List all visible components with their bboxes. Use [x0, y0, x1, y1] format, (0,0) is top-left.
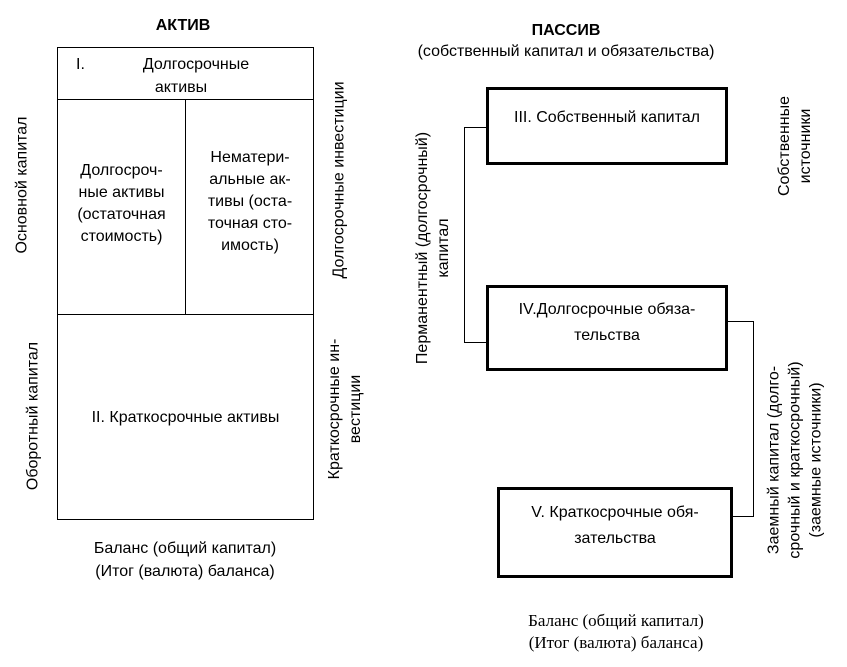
permanent-capital-bracket-bottom: [464, 342, 486, 343]
short-term-investments-line: Краткосрочные ин-: [326, 338, 343, 480]
own-sources-line: Собственные: [776, 95, 793, 197]
borrowed-capital-line: Заемный капитал (долго-: [765, 365, 783, 555]
permanent-capital-line: Перманентный (долгосрочный): [414, 131, 431, 365]
permanent-capital-bracket-line: [464, 127, 465, 342]
intangible-assets-line: тивы (оста-: [207, 193, 293, 210]
own-sources-line: источники: [797, 108, 814, 184]
section4-box: [486, 285, 728, 371]
permanent-capital-bracket-top: [464, 127, 486, 128]
section3-box: [486, 87, 728, 165]
intangible-assets-text: Нематери- альные ак- тивы (оста- точная …: [186, 147, 314, 257]
long-term-investments-label: Долгосрочные инвестиции: [330, 81, 348, 279]
borrowed-capital-bracket-bottom: [733, 516, 754, 517]
intangible-assets-line: точная сто-: [207, 215, 293, 232]
passiv-footer-line: Баланс (общий капитал): [528, 611, 704, 630]
section1-title-line1: Долгосрочные: [142, 56, 250, 73]
divider-fixed-intangible: [185, 99, 186, 314]
fixed-assets-line: стоимость): [80, 228, 163, 245]
intangible-assets-line: Нематери-: [210, 149, 290, 166]
fixed-assets-line: Долгосроч-: [80, 162, 163, 179]
intangible-assets-line: альные ак-: [209, 171, 291, 188]
section1-title-line2: активы: [154, 79, 208, 96]
passiv-footer-line: (Итог (валюта) баланса): [528, 633, 704, 652]
passiv-footer: Баланс (общий капитал) (Итог (валюта) ба…: [466, 610, 766, 654]
borrowed-capital-line: срочный и краткосрочный): [786, 361, 804, 559]
permanent-capital-label: Перманентный (долгосрочный) капитал: [412, 132, 454, 364]
fixed-capital-label: Основной капитал: [13, 116, 31, 254]
working-capital-label: Оборотный капитал: [24, 341, 42, 491]
passiv-header: ПАССИВ: [531, 22, 601, 39]
passiv-subheader: (собственный капитал и обязательства): [417, 43, 715, 60]
aktiv-footer: Баланс (общий капитал) (Итог (валюта) ба…: [60, 537, 310, 583]
section5-line: зательства: [574, 530, 656, 547]
section4-line: тельства: [574, 327, 640, 344]
aktiv-frame: [57, 47, 314, 520]
fixed-assets-text: Долгосроч- ные активы (остаточная стоимо…: [58, 160, 185, 248]
fixed-assets-line: (остаточная: [77, 206, 166, 223]
section1-number: I.: [76, 56, 85, 73]
aktiv-footer-line: (Итог (валюта) баланса): [95, 563, 275, 580]
own-sources-label: Собственные источники: [774, 96, 816, 196]
section5-title: V. Краткосрочные обя- зательства: [497, 500, 733, 552]
short-term-investments-label: Краткосрочные ин- вестиции: [324, 339, 366, 480]
section4-line: IV.Долгосрочные обяза-: [518, 301, 696, 318]
section2-title: II. Краткосрочные активы: [91, 409, 280, 426]
section4-title: IV.Долгосрочные обяза- тельства: [486, 297, 728, 349]
section3-title: III. Собственный капитал: [514, 109, 700, 126]
borrowed-capital-bracket-top: [728, 321, 754, 322]
short-term-investments-line: вестиции: [347, 374, 364, 444]
borrowed-capital-bracket-line: [753, 321, 754, 517]
aktiv-footer-line: Баланс (общий капитал): [93, 540, 277, 557]
aktiv-header: АКТИВ: [155, 17, 211, 34]
borrowed-capital-line: (заемные источники): [807, 382, 825, 538]
permanent-capital-line: капитал: [435, 218, 452, 278]
divider-section2: [57, 314, 314, 315]
section5-box: [497, 487, 733, 578]
fixed-assets-line: ные активы: [78, 184, 165, 201]
section5-line: V. Краткосрочные обя-: [531, 504, 699, 521]
borrowed-capital-label: Заемный капитал (долго- срочный и кратко…: [764, 361, 827, 558]
intangible-assets-line: имость): [221, 237, 279, 254]
